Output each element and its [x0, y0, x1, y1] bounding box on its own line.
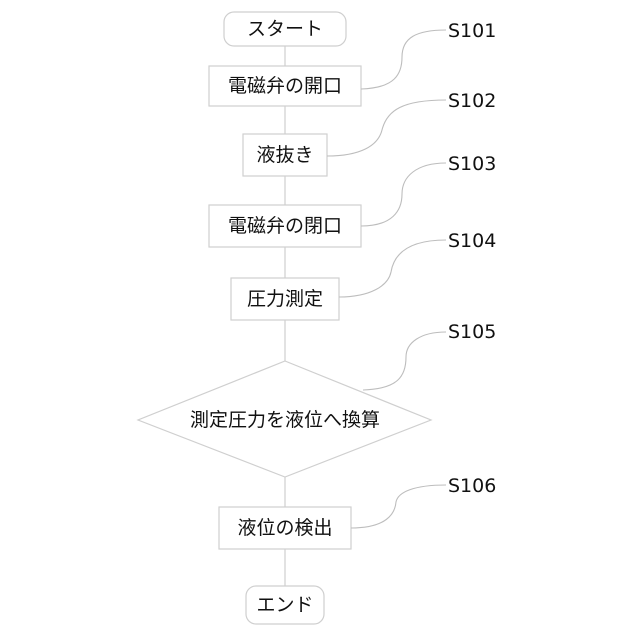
- label-s105: S105: [448, 321, 496, 343]
- label-s101: S101: [448, 20, 496, 42]
- step-s101-text: 電磁弁の開口: [228, 75, 342, 97]
- step-s102-text: 液抜き: [256, 144, 313, 166]
- step-s104: 圧力測定: [231, 278, 339, 320]
- label-s104: S104: [448, 230, 496, 252]
- start-label: スタート: [247, 18, 323, 40]
- leader-line-s104: [339, 240, 446, 297]
- leader-line-s101: [361, 30, 446, 89]
- end-label: エンド: [256, 594, 313, 616]
- leader-line-s102: [327, 100, 446, 156]
- step-s104-text: 圧力測定: [247, 288, 323, 310]
- label-s103: S103: [448, 153, 496, 175]
- label-s102: S102: [448, 90, 496, 112]
- step-s105-text: 測定圧力を液位へ換算: [190, 409, 380, 431]
- step-s101: 電磁弁の開口: [209, 66, 361, 106]
- leader-line-s105: [363, 332, 446, 390]
- step-s105: 測定圧力を液位へ換算: [138, 361, 431, 477]
- end-node: エンド: [246, 586, 324, 624]
- step-s103: 電磁弁の閉口: [209, 205, 361, 247]
- step-s106-text: 液位の検出: [237, 517, 332, 539]
- step-s106: 液位の検出: [219, 507, 351, 549]
- label-s106: S106: [448, 475, 496, 497]
- leader-line-s103: [361, 163, 446, 226]
- leader-line-s106: [351, 485, 446, 528]
- start-node: スタート: [224, 12, 346, 46]
- step-s102: 液抜き: [243, 134, 327, 176]
- step-s103-text: 電磁弁の閉口: [228, 215, 342, 237]
